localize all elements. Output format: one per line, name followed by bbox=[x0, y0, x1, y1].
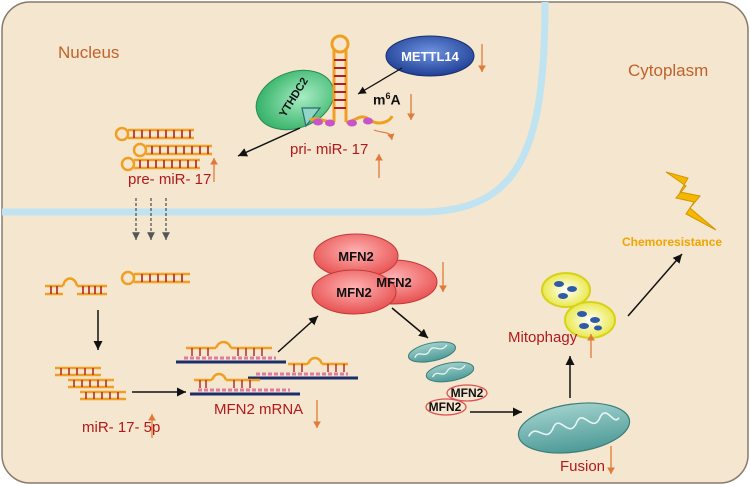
mfn2-outer-label-1: MFN2 bbox=[450, 386, 484, 400]
chemoresistance-label: Chemoresistance bbox=[622, 235, 723, 249]
m6a-prefix: m bbox=[373, 91, 386, 108]
mfn2-mrna-strands bbox=[176, 340, 358, 396]
pre-mir17-hairpins bbox=[114, 126, 212, 172]
pri-to-pre-arrow bbox=[237, 127, 301, 157]
nuclear-membrane bbox=[2, 1, 549, 216]
pri-mir17-hairpin bbox=[309, 34, 395, 141]
mfn2-complex-label-bottom: MFN2 bbox=[336, 285, 372, 300]
cytoplasm-label: Cytoplasm bbox=[628, 61, 709, 80]
pre-mir17-label: pre- miR- 17 bbox=[128, 171, 212, 188]
mettl14-ellipse bbox=[385, 35, 475, 77]
mfn2-outer-label-2: MFN2 bbox=[428, 400, 462, 414]
nucleus-label: Nucleus bbox=[58, 43, 120, 62]
mfn2-to-mito-arrow bbox=[391, 307, 429, 339]
m6a-superscript: 6 bbox=[385, 91, 391, 101]
mfn2-protein-complex bbox=[311, 233, 438, 315]
mrna-to-protein-arrow bbox=[277, 315, 319, 353]
m6a-label: m6A bbox=[373, 92, 401, 107]
mettl14-label: METTL14 bbox=[401, 49, 459, 64]
mettl14-to-m6a-arrow bbox=[357, 67, 403, 95]
pri-mir17-label: pri- miR- 17 bbox=[290, 141, 369, 158]
mfn2-complex-label-right: MFN2 bbox=[376, 275, 412, 290]
fusion-label: Fusion bbox=[560, 458, 606, 475]
mfn2-outer-outline-1 bbox=[446, 384, 488, 402]
cytoplasm-pre-mir-hairpins bbox=[45, 270, 190, 296]
m6a-suffix: A bbox=[390, 91, 401, 108]
ythdc2-binding-pocket bbox=[301, 107, 322, 128]
mitophagy-label: Mitophagy bbox=[508, 329, 578, 346]
lightning-bolt-icon bbox=[665, 171, 717, 231]
mir17-5p-label: miR- 17- 5p bbox=[82, 419, 161, 436]
mfn2-outer-outline-2 bbox=[425, 398, 467, 416]
mfn2-mrna-label: MFN2 mRNA bbox=[214, 401, 304, 418]
large-mitochondrion bbox=[517, 402, 631, 454]
mitophagy-to-chemo-arrow bbox=[627, 253, 683, 317]
mfn2-complex-label-top: MFN2 bbox=[338, 249, 374, 264]
small-mitochondria bbox=[407, 341, 475, 383]
mir17-5p-duplexes bbox=[55, 366, 126, 401]
nuclear-export-arrows bbox=[132, 198, 170, 240]
